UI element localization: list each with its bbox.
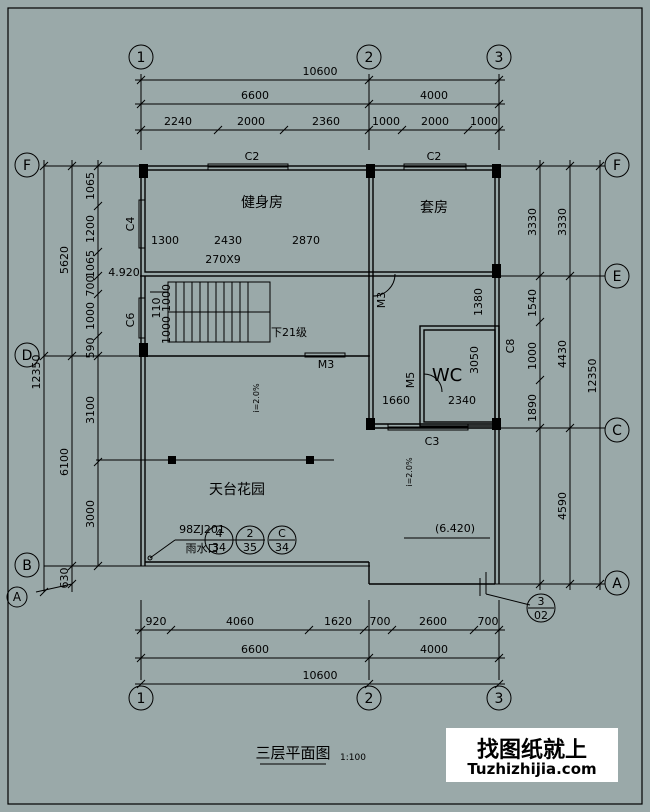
dim-1000a: 1000 (160, 284, 173, 312)
axis-label-F-right: F (613, 158, 621, 174)
dim-right-total: 12350 (586, 359, 599, 394)
dim-top-left: 6600 (241, 89, 269, 102)
dim-right-4430: 4430 (556, 340, 569, 368)
dim-3050: 3050 (468, 346, 481, 374)
dim-left-upper: 5620 (58, 246, 71, 274)
dim-left-total: 12350 (30, 355, 43, 390)
window-c2-suite: C2 (427, 150, 442, 163)
dim-right-1380: 1380 (472, 288, 485, 316)
dim-top-total: 10600 (303, 65, 338, 78)
section-callout-3: 3 (538, 595, 545, 608)
dim-left-1065b: 1065 (84, 250, 97, 278)
dim-top-right: 4000 (420, 89, 448, 102)
axis-label-F-left: F (23, 158, 31, 174)
detail-callout-2: 2 (247, 527, 254, 540)
axis-label-A-left: A (13, 590, 22, 604)
dim-top-1000a: 1000 (372, 115, 400, 128)
axis-label-2: 2 (365, 50, 374, 66)
dim-bottom-left: 6600 (241, 643, 269, 656)
dim-right-3330b: 3330 (556, 208, 569, 236)
axis-label-2-bottom: 2 (365, 691, 374, 707)
window-c4: C4 (124, 217, 137, 232)
dim-bottom-700b: 700 (478, 615, 499, 628)
axis-label-1-bottom: 1 (137, 691, 146, 707)
window-c3: C3 (425, 435, 440, 448)
elevation-6420: (6.420) (435, 522, 475, 535)
axis-label-D: D (22, 348, 33, 364)
section-callout-sheet: 02 (534, 609, 548, 622)
room-suite: 套房 (420, 200, 448, 216)
plan-scale: 1:100 (340, 753, 366, 763)
dim-bottom-1620: 1620 (324, 615, 352, 628)
slope-label-terrace: i=2.0% (252, 383, 261, 413)
detail-callout-c-sheet: 34 (275, 541, 289, 554)
elevation-4920: 4.920 (108, 266, 140, 279)
dim-top-2000b: 2000 (421, 115, 449, 128)
slope-label-right: i=2.0% (405, 457, 414, 487)
window-c2-gym: C2 (245, 150, 260, 163)
dim-right-4590: 4590 (556, 492, 569, 520)
dim-left-3000: 3000 (84, 500, 97, 528)
door-m5: M5 (404, 372, 417, 389)
detail-callout-2-sheet: 35 (243, 541, 257, 554)
dim-bottom-right: 4000 (420, 643, 448, 656)
dim-left-1065a: 1065 (84, 172, 97, 200)
dim-left-1200: 1200 (84, 215, 97, 243)
dim-110: 110 (150, 298, 163, 319)
window-c6: C6 (124, 313, 137, 328)
dim-bottom-920: 920 (146, 615, 167, 628)
detail-drain-label: 雨水口 (186, 542, 219, 555)
plan-title: 三层平面图 (255, 744, 330, 762)
door-m3: M3 (318, 358, 335, 371)
dim-bottom-4060: 4060 (226, 615, 254, 628)
axis-label-1: 1 (137, 50, 146, 66)
axis-label-3-bottom: 3 (495, 691, 504, 707)
room-wc: WC (432, 365, 462, 386)
dim-bottom-2600: 2600 (419, 615, 447, 628)
dim-top-2000a: 2000 (237, 115, 265, 128)
dim-top-2240: 2240 (164, 115, 192, 128)
door-m3-b: M3 (375, 292, 388, 309)
dim-top-1000b: 1000 (470, 115, 498, 128)
watermark-cn: 找图纸就上 (476, 738, 587, 763)
dim-1000b: 1000 (160, 316, 173, 344)
window-c8: C8 (504, 339, 517, 354)
watermark-box: 找图纸就上 Tuzhizhijia.com (446, 728, 618, 782)
room-terrace: 天台花园 (209, 482, 265, 498)
dim-left-3100: 3100 (84, 396, 97, 424)
dim-1300: 1300 (151, 234, 179, 247)
dim-left-590: 590 (84, 338, 97, 359)
axis-label-E: E (613, 269, 622, 285)
dim-2430: 2430 (214, 234, 242, 247)
watermark-en: Tuzhizhijia.com (467, 760, 597, 778)
dim-2340: 2340 (448, 394, 476, 407)
dim-left-1000: 1000 (84, 302, 97, 330)
dim-1660: 1660 (382, 394, 410, 407)
axis-label-C: C (612, 423, 622, 439)
dim-right-1540: 1540 (526, 289, 539, 317)
room-gym: 健身房 (241, 195, 283, 211)
dim-left-700: 700 (84, 276, 97, 297)
detail-callout-4-sheet: 34 (212, 541, 226, 554)
dim-bottom-total: 10600 (303, 669, 338, 682)
dim-left-630: 630 (58, 568, 71, 589)
axis-label-B: B (22, 558, 32, 574)
dim-left-lower: 6100 (58, 448, 71, 476)
dim-top-2360: 2360 (312, 115, 340, 128)
dim-bottom-700a: 700 (370, 615, 391, 628)
axis-label-3: 3 (495, 50, 504, 66)
dim-right-3330a: 3330 (526, 208, 539, 236)
detail-callout-c: C (278, 527, 286, 540)
dim-2870: 2870 (292, 234, 320, 247)
detail-callout-4: 4 (216, 527, 223, 540)
dim-right-1890: 1890 (526, 394, 539, 422)
stair-down-label: 下21级 (271, 326, 307, 339)
detail-ref-code: 98ZJ201 (179, 523, 225, 536)
dim-stair-treads: 270X9 (205, 253, 241, 266)
dim-right-1000: 1000 (526, 342, 539, 370)
axis-label-A-right: A (612, 576, 622, 592)
